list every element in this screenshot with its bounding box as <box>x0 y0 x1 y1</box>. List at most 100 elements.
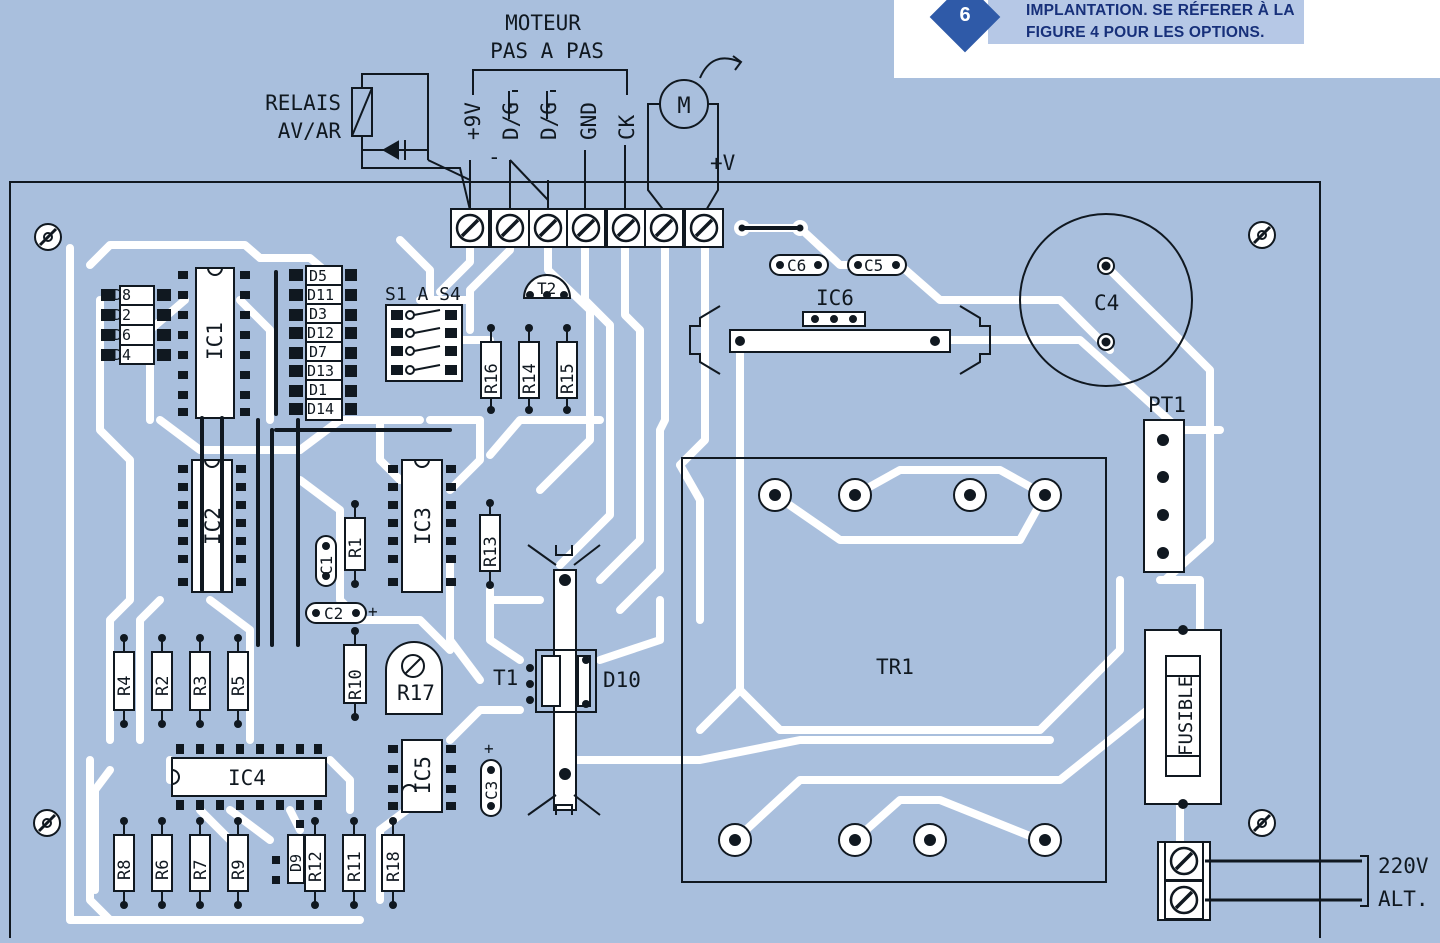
mains-voltage-label: 220V <box>1378 854 1429 878</box>
caption-line-2: FIGURE 4 POUR LES OPTIONS. <box>1026 24 1265 41</box>
terminal-label-9v: +9V <box>461 102 485 140</box>
r18-label: R18 <box>384 851 404 882</box>
ic4-label: IC4 <box>228 766 266 790</box>
t1-heatsink <box>526 544 601 816</box>
diode-label-d3: D3 <box>309 305 327 323</box>
ic6-regulator <box>689 305 991 375</box>
r3-label: R3 <box>191 676 211 696</box>
c4-capacitor <box>1019 213 1193 387</box>
r7-label: R7 <box>191 860 211 880</box>
terminal-label-ck: CK <box>615 114 639 140</box>
r1-label: R1 <box>346 538 366 558</box>
r17-label: R17 <box>397 681 435 705</box>
r14-label: R14 <box>520 363 540 394</box>
figure-caption: 6 IMPLANTATION. SE RÉFERER À LA FIGURE 4… <box>894 0 1440 78</box>
c1-label: C1 <box>317 556 336 575</box>
r2-label: R2 <box>153 676 173 696</box>
caption-text: IMPLANTATION. SE RÉFERER À LA FIGURE 4 P… <box>1026 0 1316 44</box>
ic6-label: IC6 <box>816 286 854 310</box>
terminal-block-mains <box>1157 840 1369 921</box>
c3-label: C3 <box>482 781 501 800</box>
ic1-label: IC1 <box>203 322 227 360</box>
pt1-label: PT1 <box>1148 393 1186 417</box>
r16-label: R16 <box>482 363 502 394</box>
pt1-bridge <box>1143 419 1185 573</box>
labels: MOTEUR PAS A PAS RELAIS AV/AR M - +V +9V… <box>113 11 1429 911</box>
diode-label-d5: D5 <box>309 267 327 285</box>
fuse-holder <box>1144 625 1222 809</box>
r12-label: R12 <box>306 851 326 882</box>
mounting-hole-icon <box>33 222 63 252</box>
label-motor-subtitle: PAS A PAS <box>490 39 604 63</box>
diode-block-right <box>289 265 357 421</box>
terminal-label-dg2: D/G <box>537 102 561 140</box>
label-plus-v: +V <box>710 151 736 175</box>
resistor-pads <box>120 324 571 909</box>
c5-label: C5 <box>864 256 883 275</box>
ic3-label: IC3 <box>411 507 435 545</box>
t2-transistor <box>522 274 572 299</box>
diode-label-d14: D14 <box>307 400 334 418</box>
motor-symbol-label: M <box>677 94 690 119</box>
c3-plus: + <box>484 739 494 758</box>
label-relay: RELAIS <box>265 91 341 115</box>
small-capacitors <box>305 254 907 817</box>
ic-pin-pads <box>176 271 456 810</box>
caption-panel <box>988 0 1304 44</box>
diode-label-d8: D8 <box>113 286 131 304</box>
r9-label: R9 <box>229 860 249 880</box>
label-relay-dir: AV/AR <box>278 119 342 143</box>
mounting-hole-icon <box>32 808 62 838</box>
copper-traces <box>66 221 1224 924</box>
wire-links <box>200 226 802 647</box>
ic5-label: IC5 <box>411 756 435 794</box>
diode-label-d13: D13 <box>307 362 334 380</box>
ic2-label: IC2 <box>201 507 225 545</box>
switch-label: S1 A S4 <box>385 284 461 305</box>
c2-label: C2 <box>324 604 343 623</box>
d10-label: D10 <box>603 668 641 692</box>
r6-label: R6 <box>153 860 173 880</box>
label-motor-title: MOTEUR <box>505 11 581 35</box>
r15-label: R15 <box>558 363 578 394</box>
dip-switch <box>385 304 463 382</box>
diode-label-d11: D11 <box>307 286 334 304</box>
diode-label-d12: D12 <box>307 324 334 342</box>
ic4-chip <box>171 757 327 797</box>
r13-label: R13 <box>481 536 501 567</box>
tr1-transformer <box>681 457 1107 883</box>
ic3-chip <box>401 459 443 593</box>
ic2-chip <box>191 459 233 593</box>
terminal-block-motor <box>449 207 725 249</box>
diode-label-d2: D2 <box>113 306 131 324</box>
t1-label: T1 <box>493 666 518 690</box>
mains-type-label: ALT. <box>1378 887 1429 911</box>
mounting-hole-icon <box>1247 808 1277 838</box>
terminal-label-gnd: GND <box>577 102 601 140</box>
fuse-label: FUSIBLE <box>1175 676 1197 756</box>
figure-number: 6 <box>959 4 971 26</box>
r8-label: R8 <box>115 860 135 880</box>
mounting-hole-icon <box>1247 220 1277 250</box>
c6-label: C6 <box>787 256 806 275</box>
diode-label-d7: D7 <box>309 343 327 361</box>
c2-plus: + <box>368 602 378 621</box>
diode-label-d1: D1 <box>309 381 327 399</box>
r10-label: R10 <box>346 669 366 700</box>
r11-label: R11 <box>345 851 365 882</box>
r17-trimmer <box>385 641 443 715</box>
c4-label: C4 <box>1094 291 1119 315</box>
t2-label: T2 <box>537 279 556 298</box>
caption-line-1: IMPLANTATION. SE RÉFERER À LA <box>1026 2 1295 19</box>
diode-label-d4: D4 <box>113 346 131 364</box>
d9-label: D9 <box>287 854 305 872</box>
label-minus: - <box>488 145 501 169</box>
ic5-chip <box>401 739 443 813</box>
diode-block-left <box>101 285 171 365</box>
tr1-label: TR1 <box>876 655 914 679</box>
schematic-header <box>351 55 800 229</box>
r5-label: R5 <box>229 676 249 696</box>
ic1-chip <box>195 267 235 419</box>
